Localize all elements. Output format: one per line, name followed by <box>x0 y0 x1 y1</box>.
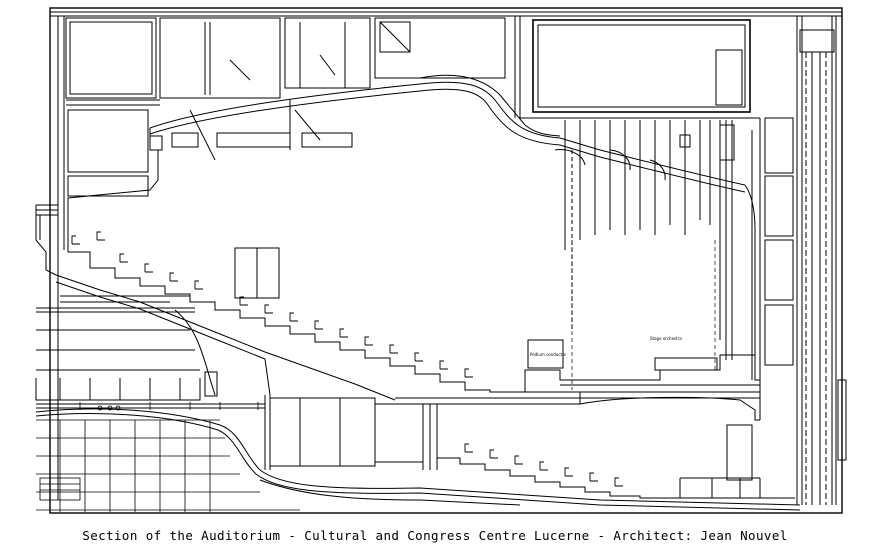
upper-stage-housing <box>514 16 760 119</box>
pit-note: Podium conductor <box>530 352 567 357</box>
stalls-floor <box>35 408 801 511</box>
upper-seats <box>71 231 473 378</box>
ceiling-profile <box>149 81 746 186</box>
light-fixtures <box>79 402 259 411</box>
stage-note: Stage orchestra <box>650 336 682 341</box>
hall-left-wall <box>35 128 163 276</box>
stalls-seats <box>464 443 623 487</box>
ceiling-cavities <box>65 17 506 197</box>
ceiling-panels <box>171 100 353 161</box>
stage-floor <box>395 354 760 421</box>
control-booth <box>234 247 564 369</box>
stage-tower-columns <box>744 16 847 505</box>
drawing-caption: Section of the Auditorium - Cultural and… <box>82 528 788 543</box>
upper-tier-steps <box>55 251 525 401</box>
foyer-level <box>35 307 438 470</box>
outer-frame <box>49 7 843 514</box>
stage-rigging <box>554 120 735 360</box>
ground-blockwork <box>36 419 300 512</box>
